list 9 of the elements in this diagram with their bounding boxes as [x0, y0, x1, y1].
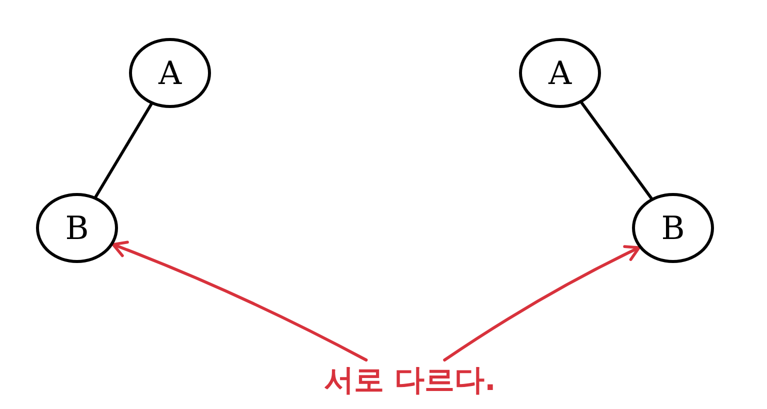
- arrow: [112, 240, 368, 362]
- node-label: B: [65, 209, 89, 247]
- connector-line: [94, 102, 153, 198]
- annotation-text: 서로 다르다.: [324, 362, 496, 400]
- arrow: [443, 245, 641, 362]
- node-label: A: [548, 54, 572, 92]
- connector-line: [580, 101, 653, 200]
- node-label: B: [661, 209, 685, 247]
- node-label: A: [158, 54, 182, 92]
